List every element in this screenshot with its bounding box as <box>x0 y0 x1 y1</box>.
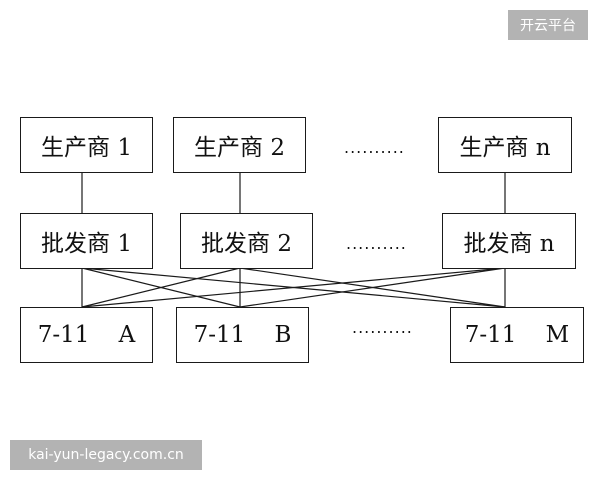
producer-ellipsis: .......... <box>344 138 405 157</box>
store-box-a: 7-11 A <box>20 307 153 363</box>
cross-wn-sa <box>81 267 506 308</box>
store-box-b: 7-11 B <box>176 307 309 363</box>
cross-wn-sb <box>239 267 506 308</box>
wholesaler-box-2: 批发商 2 <box>180 213 313 269</box>
watermark-bottom-left: kai-yun-legacy.com.cn <box>10 440 202 470</box>
store-box-m: 7-11 M <box>450 307 584 363</box>
store-ellipsis: .......... <box>352 318 413 337</box>
producer-box-2: 生产商 2 <box>173 117 306 173</box>
producer-box-1: 生产商 1 <box>20 117 153 173</box>
wholesaler-box-n: 批发商 n <box>442 213 576 269</box>
wholesaler-ellipsis: .......... <box>346 234 407 253</box>
wholesaler-box-1: 批发商 1 <box>20 213 153 269</box>
watermark-top-right: 开云平台 <box>508 10 588 40</box>
producer-box-n: 生产商 n <box>438 117 572 173</box>
cross-w2-sa <box>81 267 241 308</box>
